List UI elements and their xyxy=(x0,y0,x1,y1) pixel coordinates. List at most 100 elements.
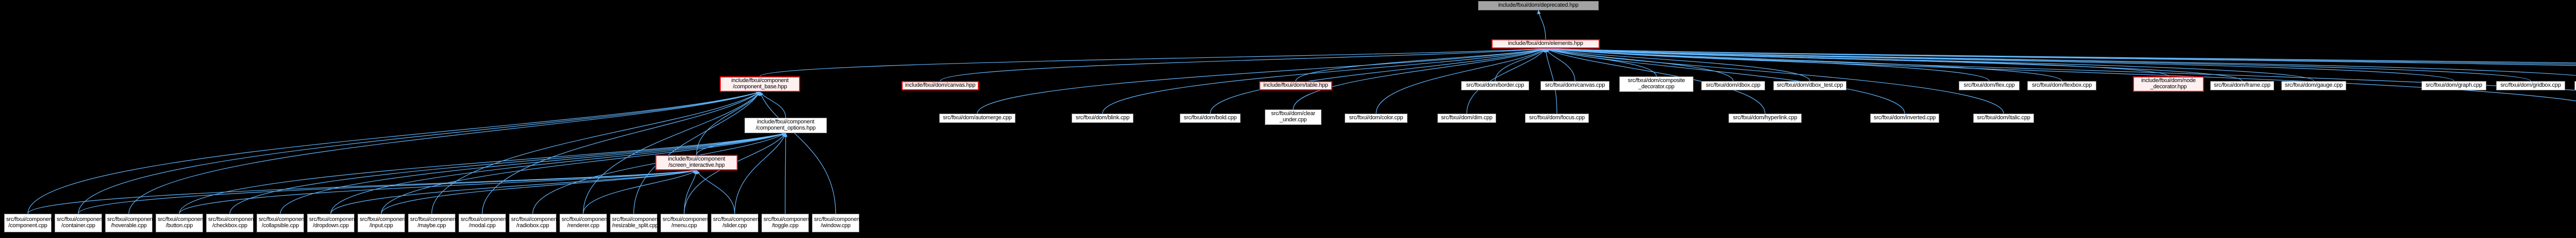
graph-node-n32[interactable]: src/ftxui/dom/inverted.cpp xyxy=(1870,114,1939,123)
graph-node-label: src/ftxui/dom/italic.cpp xyxy=(1977,115,2030,121)
graph-node-label: src/ftxui/dom/blink.cpp xyxy=(1075,115,1130,121)
graph-edge xyxy=(532,133,787,214)
graph-node-n1[interactable]: include/ftxui/dom/elements.hpp xyxy=(1492,39,1600,49)
graph-node-label: include/ftxui/dom/node _decorator.hpp xyxy=(2141,77,2196,90)
graph-node-n36[interactable]: src/ftxui/component /container.cpp xyxy=(55,214,104,232)
graph-node-n42[interactable]: src/ftxui/component /input.cpp xyxy=(358,214,407,232)
graph-node-n43[interactable]: src/ftxui/component /maybe.cpp xyxy=(408,214,457,232)
graph-node-label: src/ftxui/component /input.cpp xyxy=(360,216,407,229)
graph-node-n13[interactable]: src/ftxui/dom/dbox_test.cpp xyxy=(1773,81,1846,90)
graph-node-n14[interactable]: src/ftxui/dom/flex.cpp xyxy=(1959,81,2020,90)
graph-node-label: include/ftxui/component /screen_interact… xyxy=(668,156,725,168)
graph-node-n11[interactable]: src/ftxui/dom/composite _decorator.cpp xyxy=(1619,76,1693,92)
graph-node-n39[interactable]: src/ftxui/component /checkbox.cpp xyxy=(206,214,256,232)
graph-node-label: src/ftxui/component /modal.cpp xyxy=(461,216,508,229)
graph-edge xyxy=(583,91,760,214)
graph-edge xyxy=(1495,48,1546,82)
graph-edge xyxy=(482,91,760,214)
graph-node-label: src/ftxui/component /component.cpp xyxy=(6,216,54,229)
graph-node-n20[interactable]: src/ftxui/dom/hbox.cpp xyxy=(2574,81,2576,90)
graph-node-n41[interactable]: src/ftxui/component /dropdown.cpp xyxy=(307,214,357,232)
graph-node-label: src/ftxui/component /radiobox.cpp xyxy=(511,216,558,229)
graph-node-n45[interactable]: src/ftxui/component /radiobox.cpp xyxy=(509,214,558,232)
graph-node-label: src/ftxui/dom/flexbox.cpp xyxy=(2031,82,2092,89)
graph-node-label: src/ftxui/dom/graph.cpp xyxy=(2426,82,2482,89)
graph-edge xyxy=(759,91,786,118)
graph-node-n28[interactable]: src/ftxui/dom/color.cpp xyxy=(1345,114,1408,123)
graph-edge xyxy=(1293,48,1547,110)
graph-node-n25[interactable]: src/ftxui/dom/blink.cpp xyxy=(1072,114,1133,123)
graph-node-n44[interactable]: src/ftxui/component /modal.cpp xyxy=(459,214,508,232)
graph-node-label: src/ftxui/component /renderer.cpp xyxy=(562,216,609,229)
graph-node-n27[interactable]: src/ftxui/dom/clear _under.cpp xyxy=(1265,109,1321,125)
graph-node-n40[interactable]: src/ftxui/component /collapsible.cpp xyxy=(257,214,306,232)
graph-edge xyxy=(431,91,761,214)
graph-edge xyxy=(696,169,735,214)
graph-edge xyxy=(1545,48,1657,77)
graph-node-n49[interactable]: src/ftxui/component /slider.cpp xyxy=(711,214,760,232)
graph-node-n29[interactable]: src/ftxui/dom/dim.cpp xyxy=(1437,114,1496,123)
graph-edge xyxy=(759,91,836,214)
graph-node-n26[interactable]: src/ftxui/dom/bold.cpp xyxy=(1180,114,1241,123)
graph-edge xyxy=(1545,46,2576,64)
graph-node-label: src/ftxui/component /hoverable.cpp xyxy=(107,216,155,229)
graph-node-n35[interactable]: src/ftxui/component /component.cpp xyxy=(4,214,54,232)
graph-edge xyxy=(381,132,787,214)
graph-edge xyxy=(734,132,786,214)
graph-node-n10[interactable]: src/ftxui/dom/canvas.cpp xyxy=(1540,81,1609,90)
graph-edge xyxy=(330,169,698,214)
graph-edge xyxy=(583,170,698,214)
graph-node-label: src/ftxui/dom/canvas.cpp xyxy=(1545,82,1605,89)
graph-node-n24[interactable]: src/ftxui/dom/automerge.cpp xyxy=(939,114,1015,123)
graph-node-n9[interactable]: src/ftxui/dom/border.cpp xyxy=(1461,81,1529,90)
graph-node-n37[interactable]: src/ftxui/component /hoverable.cpp xyxy=(105,214,155,232)
graph-node-n0[interactable]: include/ftxui/dom/deprecated.hpp xyxy=(1478,1,1599,10)
graph-node-n50[interactable]: src/ftxui/component /toggle.cpp xyxy=(761,214,811,232)
graph-node-label: src/ftxui/dom/flex.cpp xyxy=(1963,82,2015,89)
graph-node-n7[interactable]: include/ftxui/dom/node _decorator.hpp xyxy=(2133,76,2204,92)
graph-node-label: src/ftxui/dom/hyperlink.cpp xyxy=(1733,115,1798,121)
graph-edge xyxy=(280,132,787,214)
graph-node-label: src/ftxui/component /menu.cpp xyxy=(663,216,710,229)
graph-node-n46[interactable]: src/ftxui/component /renderer.cpp xyxy=(560,214,609,232)
graph-edge xyxy=(1545,46,2169,77)
graph-node-n31[interactable]: src/ftxui/dom/hyperlink.cpp xyxy=(1728,114,1802,123)
graph-node-label: src/ftxui/dom/border.cpp xyxy=(1466,82,1524,89)
graph-node-label: include/ftxui/component /component_base.… xyxy=(731,77,789,90)
graph-node-n19[interactable]: src/ftxui/dom/gridbox.cpp xyxy=(2496,81,2565,90)
graph-node-label: src/ftxui/dom/inverted.cpp xyxy=(1873,115,1936,121)
graph-node-n4[interactable]: include/ftxui/component /screen_interact… xyxy=(655,155,738,170)
graph-node-label: src/ftxui/component /window.cpp xyxy=(814,216,861,229)
graph-node-label: include/ftxui/dom/canvas.hpp xyxy=(905,82,976,89)
graph-edge xyxy=(78,169,698,214)
graph-node-n15[interactable]: src/ftxui/dom/flexbox.cpp xyxy=(2027,81,2096,90)
graph-node-n12[interactable]: src/ftxui/dom/dbox.cpp xyxy=(1701,81,1765,90)
graph-node-n16[interactable]: src/ftxui/dom/frame.cpp xyxy=(2210,81,2274,90)
graph-node-n2[interactable]: include/ftxui/component /component_base.… xyxy=(720,76,800,92)
graph-edge xyxy=(1295,47,1547,82)
graph-node-label: src/ftxui/dom/bold.cpp xyxy=(1183,115,1237,121)
graph-node-label: src/ftxui/dom/dbox.cpp xyxy=(1706,82,1760,89)
graph-edge xyxy=(1545,46,2576,76)
graph-node-n47[interactable]: src/ftxui/component /resizable_split.cpp xyxy=(610,214,659,232)
graph-node-n18[interactable]: src/ftxui/dom/graph.cpp xyxy=(2421,81,2486,90)
graph-edge xyxy=(179,132,787,214)
graph-node-n33[interactable]: src/ftxui/dom/italic.cpp xyxy=(1973,114,2034,123)
graph-node-label: src/ftxui/dom/focus.cpp xyxy=(1529,115,1585,121)
graph-node-n38[interactable]: src/ftxui/component /button.cpp xyxy=(156,214,205,232)
graph-node-n17[interactable]: src/ftxui/dom/gauge.cpp xyxy=(2281,81,2346,90)
graph-node-label: src/ftxui/component /container.cpp xyxy=(57,216,104,229)
graph-node-n5[interactable]: include/ftxui/dom/table.hpp xyxy=(1259,81,1332,90)
graph-node-label: include/ftxui/dom/elements.hpp xyxy=(1508,40,1583,47)
graph-node-n48[interactable]: src/ftxui/component /menu.cpp xyxy=(660,214,710,232)
graph-node-n6[interactable]: include/ftxui/dom/canvas.hpp xyxy=(902,81,979,90)
graph-node-n3[interactable]: include/ftxui/component /component_optio… xyxy=(744,118,827,133)
graph-edge xyxy=(229,132,787,214)
graph-edge xyxy=(633,91,760,214)
graph-edge xyxy=(330,132,787,214)
graph-edge xyxy=(128,91,761,214)
graph-node-n51[interactable]: src/ftxui/component /window.cpp xyxy=(812,214,861,232)
graph-node-label: src/ftxui/component /maybe.cpp xyxy=(410,216,457,229)
graph-node-n30[interactable]: src/ftxui/dom/focus.cpp xyxy=(1525,114,1589,123)
